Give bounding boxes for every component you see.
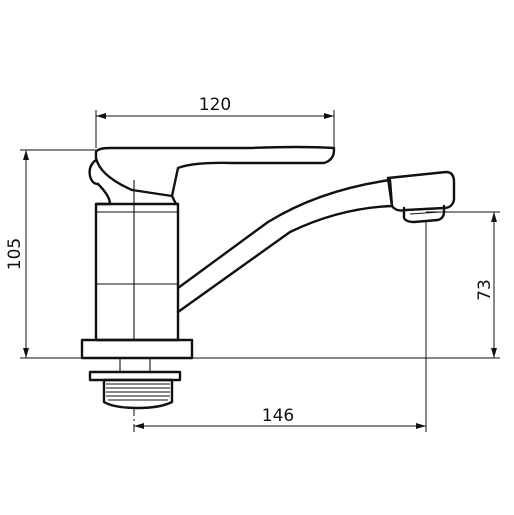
faucet-body — [80, 145, 456, 410]
dim-label-top-width: 120 — [199, 95, 231, 115]
dimension-top-width: 120 — [95, 95, 335, 148]
dimension-total-height: 105 — [5, 149, 96, 359]
spout — [176, 178, 394, 314]
dimension-spout-height: 73 — [192, 211, 500, 359]
dimension-spout-reach: 146 — [133, 222, 427, 432]
handle-knob — [88, 158, 100, 186]
main-body — [94, 202, 180, 342]
base-flange — [80, 338, 194, 360]
handle-lever — [94, 145, 336, 198]
threaded-shank — [102, 378, 174, 410]
dim-label-total-height: 105 — [5, 238, 25, 270]
thread-hatching — [106, 383, 170, 401]
dim-label-spout-reach: 146 — [262, 406, 294, 426]
spout-head — [386, 170, 456, 212]
dim-label-spout-height: 73 — [475, 279, 495, 301]
aerator — [402, 204, 446, 224]
